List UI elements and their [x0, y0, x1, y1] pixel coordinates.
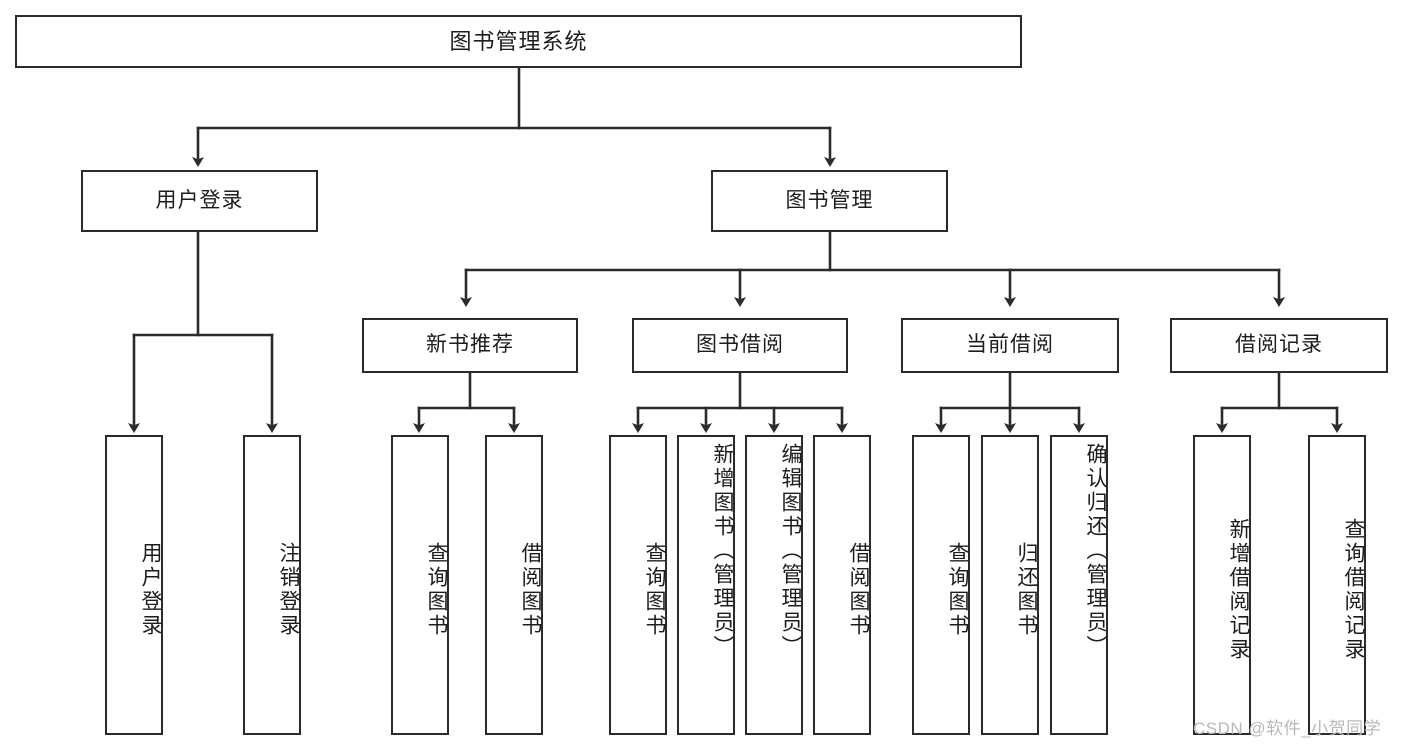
node-label: 查询图书	[946, 542, 969, 638]
node-new-book-recommend[interactable]: 新书推荐	[362, 318, 578, 373]
node-label: 借阅图书	[519, 542, 542, 638]
node-label: 新增借阅记录	[1227, 518, 1250, 662]
node-label: 查询图书	[643, 542, 666, 638]
node-label: 图书借阅	[696, 333, 784, 357]
leaf-current-confirm-return-admin[interactable]: 确认归还（管理员）	[1050, 435, 1108, 735]
leaf-current-query-book[interactable]: 查询图书	[912, 435, 970, 735]
node-user-login[interactable]: 用户登录	[81, 170, 318, 232]
leaf-borrow-query-book[interactable]: 查询图书	[609, 435, 667, 735]
node-current-borrow[interactable]: 当前借阅	[901, 318, 1119, 373]
leaf-record-add-record[interactable]: 新增借阅记录	[1193, 435, 1251, 735]
node-label: 归还图书	[1015, 542, 1038, 638]
node-label: 新书推荐	[426, 333, 514, 357]
node-label: 借阅记录	[1235, 333, 1323, 357]
node-root-system[interactable]: 图书管理系统	[15, 15, 1022, 68]
leaf-borrow-add-book-admin[interactable]: 新增图书（管理员）	[677, 435, 735, 735]
node-label: 当前借阅	[966, 333, 1054, 357]
node-label: 编辑图书（管理员）	[779, 443, 802, 659]
node-label: 新增图书（管理员）	[711, 443, 734, 659]
node-label: 确认归还（管理员）	[1084, 443, 1107, 659]
leaf-current-return-book[interactable]: 归还图书	[981, 435, 1039, 735]
leaf-user-login-logout[interactable]: 注销登录	[243, 435, 301, 735]
node-borrow-record[interactable]: 借阅记录	[1170, 318, 1388, 373]
node-book-management[interactable]: 图书管理	[711, 170, 948, 232]
node-label: 图书管理系统	[449, 28, 588, 54]
node-label: 图书管理	[785, 188, 874, 212]
leaf-user-login-login[interactable]: 用户登录	[105, 435, 163, 735]
leaf-recommend-borrow-book[interactable]: 借阅图书	[485, 435, 543, 735]
leaf-borrow-borrow-book[interactable]: 借阅图书	[813, 435, 871, 735]
node-label: 查询图书	[425, 542, 448, 638]
node-label: 查询借阅记录	[1342, 518, 1365, 662]
leaf-borrow-edit-book-admin[interactable]: 编辑图书（管理员）	[745, 435, 803, 735]
node-label: 借阅图书	[847, 542, 870, 638]
node-book-borrow[interactable]: 图书借阅	[632, 318, 848, 373]
leaf-recommend-query-book[interactable]: 查询图书	[391, 435, 449, 735]
node-label: 用户登录	[155, 188, 244, 212]
watermark-text: CSDN @软件_小贺同学	[1193, 719, 1382, 738]
node-label: 注销登录	[277, 542, 300, 638]
leaf-record-query-record[interactable]: 查询借阅记录	[1308, 435, 1366, 735]
node-label: 用户登录	[139, 542, 162, 638]
